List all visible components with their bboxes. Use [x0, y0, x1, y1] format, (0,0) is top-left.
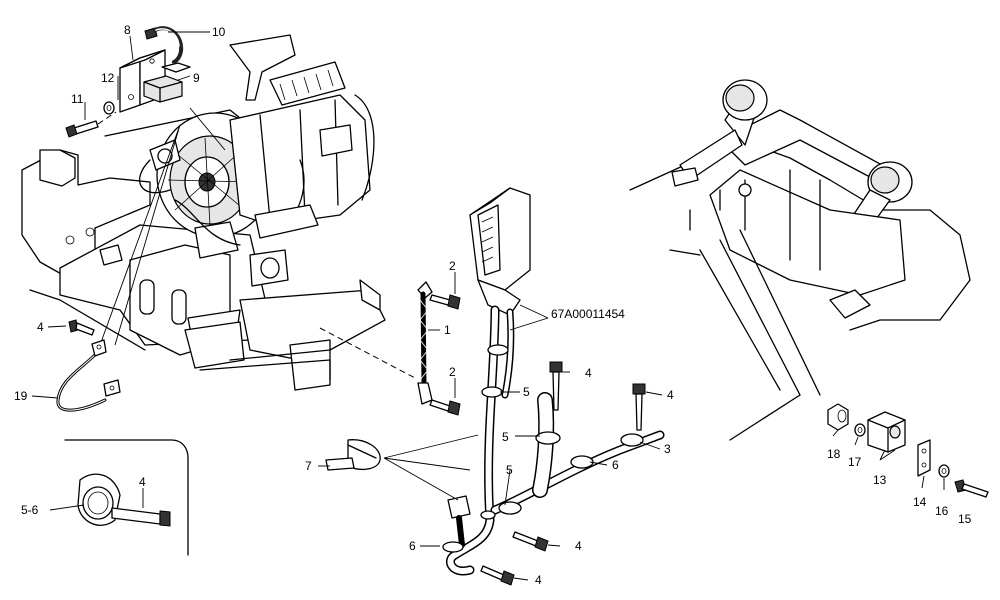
callout-labels: 8 10 12 9 11 4 19 5-6 4 2 1 2 67A0001145… [14, 23, 972, 587]
callout-11: 11 [71, 92, 84, 106]
bolt-part-15 [954, 479, 989, 498]
callout-leaders [31, 31, 945, 581]
mounting-bracket-assembly [65, 26, 281, 151]
callout-4-strap: 4 [37, 320, 44, 334]
callout-10: 10 [212, 25, 226, 39]
plate-part-14 [917, 439, 931, 477]
callout-9: 9 [193, 71, 200, 85]
callout-4-lower-b: 4 [535, 573, 542, 587]
callout-4-center-a: 4 [585, 366, 592, 380]
connector-housing [469, 187, 531, 316]
cable-part-1 [417, 281, 433, 405]
callout-19: 19 [14, 389, 28, 403]
callout-3: 3 [664, 442, 671, 456]
clamp-detail-5-6 [77, 473, 171, 527]
detail-inset-frame [64, 439, 189, 556]
callout-4-center-b: 4 [667, 388, 674, 402]
washer-part-17 [854, 423, 866, 437]
callout-6-a: 6 [612, 458, 619, 472]
bolt-part-4-center-a [549, 361, 563, 411]
harness-clamps [442, 344, 644, 553]
callout-2-upper: 2 [449, 259, 456, 273]
callout-6-b: 6 [409, 539, 416, 553]
callout-7: 7 [305, 459, 312, 473]
callout-4-detail: 4 [139, 475, 146, 489]
callout-5-a: 5 [523, 385, 530, 399]
wire-harness [446, 305, 665, 576]
callout-8: 8 [124, 23, 131, 37]
callout-5-6: 5-6 [21, 503, 39, 517]
reference-code: 67A00011454 [551, 307, 625, 321]
callout-2-lower: 2 [449, 365, 456, 379]
callout-15: 15 [958, 512, 972, 526]
callout-13: 13 [873, 473, 887, 487]
pad-part-9 [143, 75, 183, 103]
compressor-assembly [21, 34, 416, 391]
bolt-part-11 [73, 120, 99, 135]
bolt-part-2-lower [429, 399, 461, 416]
bolt-part-4-center-b [632, 383, 646, 431]
bolt-part-4-lower-b [480, 565, 515, 586]
clamp-block-part-13 [867, 411, 906, 453]
cable-tie-part-7 [325, 439, 381, 471]
nut-part-18 [827, 403, 849, 431]
washer-part-16 [938, 464, 950, 478]
callout-5-b: 5 [502, 430, 509, 444]
bolt-part-4-lower-a [512, 531, 549, 552]
callout-14: 14 [913, 495, 927, 509]
callout-1: 1 [444, 323, 451, 337]
callout-16: 16 [935, 504, 949, 518]
callout-17: 17 [848, 455, 862, 469]
callout-5-c: 5 [506, 463, 513, 477]
bolt-part-2-upper [429, 294, 461, 310]
callout-4-lower-a: 4 [575, 539, 582, 553]
washer-part-12 [103, 101, 115, 115]
bolt-part-4-strap [68, 319, 95, 336]
chassis-frame [629, 79, 971, 441]
callout-12: 12 [101, 71, 115, 85]
callout-18: 18 [827, 447, 841, 461]
ground-strap-part-19 [56, 339, 121, 412]
